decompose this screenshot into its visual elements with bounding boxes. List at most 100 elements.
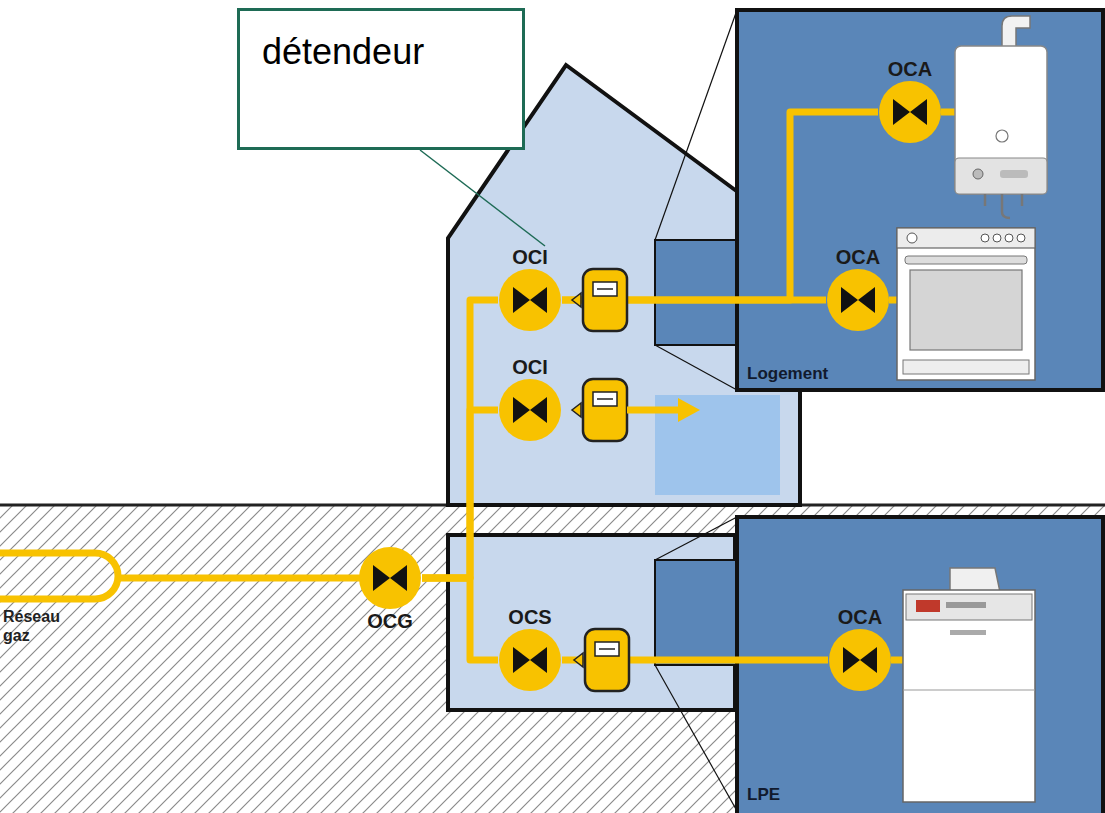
drawing-stroke [941, 109, 956, 116]
callout-box: détendeur [237, 8, 525, 150]
valve-disc [827, 269, 889, 331]
shutoff-valve: OCI [498, 356, 562, 442]
drawing-stroke [599, 648, 615, 650]
outlet-arrow [627, 398, 700, 422]
valve-symbol [878, 80, 942, 144]
valve-disc [499, 269, 561, 331]
node-label: OCA [888, 58, 932, 80]
valve-symbol [498, 378, 562, 442]
node-label: détendeur [262, 31, 424, 73]
drawing-stroke [897, 228, 1035, 380]
gas-meter [572, 379, 627, 441]
valve-wing [530, 287, 547, 313]
drawing-stroke [955, 46, 1047, 194]
boiler-room-window [655, 560, 737, 665]
drawing-stroke [981, 234, 989, 242]
network-pipe [0, 553, 360, 599]
gas-meter [572, 269, 627, 331]
drawing-stroke [583, 269, 627, 331]
drawing-stroke [996, 130, 1008, 142]
drawing-stroke [973, 169, 983, 179]
drawing-stroke [593, 282, 617, 296]
zoom-line [655, 665, 737, 811]
shutoff-valve: OCS [498, 606, 562, 692]
drawing-stroke [907, 233, 917, 243]
valve-disc [499, 629, 561, 691]
drawing-stroke [910, 270, 1022, 350]
drawing-stroke [678, 398, 700, 422]
boiler-room-panel-fill [737, 517, 1103, 813]
valve-disc [499, 379, 561, 441]
drawing-stroke [593, 392, 617, 406]
valve-disc [879, 81, 941, 143]
valve-symbol [826, 268, 890, 332]
zoom-line [655, 517, 737, 560]
drawing-stroke [1002, 16, 1030, 48]
gas-pipe [422, 578, 498, 660]
drawing-stroke [583, 379, 627, 441]
node-label: Logement [747, 364, 1105, 384]
valve-wing [893, 99, 910, 125]
valve-wing [858, 287, 875, 313]
drawing-stroke [891, 657, 903, 664]
valve-wing [513, 647, 530, 673]
drawing-stroke [1005, 234, 1013, 242]
valve-wing [513, 287, 530, 313]
node-label: OCA [838, 606, 882, 628]
drawing-stroke [950, 630, 986, 635]
drawing-stroke [627, 407, 680, 414]
leader-line [420, 150, 545, 246]
shutoff-valve: OCG [358, 546, 422, 632]
drawing-stroke [572, 403, 581, 417]
valve-disc [829, 629, 891, 691]
drawing-stroke [916, 600, 940, 612]
supply-pipe [117, 575, 360, 582]
drawing-stroke [950, 568, 1000, 592]
label-holder: Réseau gaz [3, 607, 73, 645]
valve-wing [530, 647, 547, 673]
shutoff-valve: OCA [878, 58, 942, 144]
valve-symbol [498, 628, 562, 692]
zoom-line [655, 345, 737, 390]
drawing-stroke [1017, 234, 1025, 242]
shutoff-valve: OCA [828, 606, 892, 692]
drawing-stroke [905, 256, 1027, 264]
appliance-pipes [889, 112, 956, 660]
valve-wing [530, 397, 547, 423]
node-label: OCG [367, 610, 413, 632]
drawing-stroke [597, 398, 613, 400]
shutoff-valve: OCI [498, 246, 562, 332]
valve-wing [390, 565, 407, 591]
wall-boiler [955, 16, 1047, 218]
drawing-stroke [897, 228, 1035, 248]
dwelling-panel: Logement OCA OCA [735, 8, 1105, 392]
node-label: LPE [747, 785, 1105, 805]
drawing-stroke [585, 629, 629, 691]
pipe-end [0, 553, 118, 599]
drawing-stroke [946, 602, 986, 608]
meter-group [572, 269, 629, 691]
gas-pipe [422, 300, 498, 578]
drawing-stroke [985, 194, 1022, 218]
valve-wing [910, 99, 927, 125]
valve-symbol [498, 268, 562, 332]
node-label: OCI [512, 356, 548, 378]
drawing-stroke [903, 689, 1035, 690]
valve-symbol [358, 546, 422, 610]
shutoff-valve: OCA [826, 246, 890, 332]
drawing-stroke [574, 653, 583, 667]
node-label: OCI [512, 246, 548, 268]
drawing-stroke [595, 642, 619, 656]
valve-wing [860, 647, 877, 673]
dwelling-window [655, 240, 737, 345]
boiler-room-panel: LPE OCA [735, 515, 1105, 813]
valve-wing [843, 647, 860, 673]
floor-boiler [903, 568, 1035, 802]
valve-disc [359, 547, 421, 609]
drawing-stroke [597, 288, 613, 290]
gas-meter [574, 629, 629, 691]
valve-symbol [828, 628, 892, 692]
node-label: OCA [836, 246, 880, 268]
zoom-line [655, 10, 737, 240]
